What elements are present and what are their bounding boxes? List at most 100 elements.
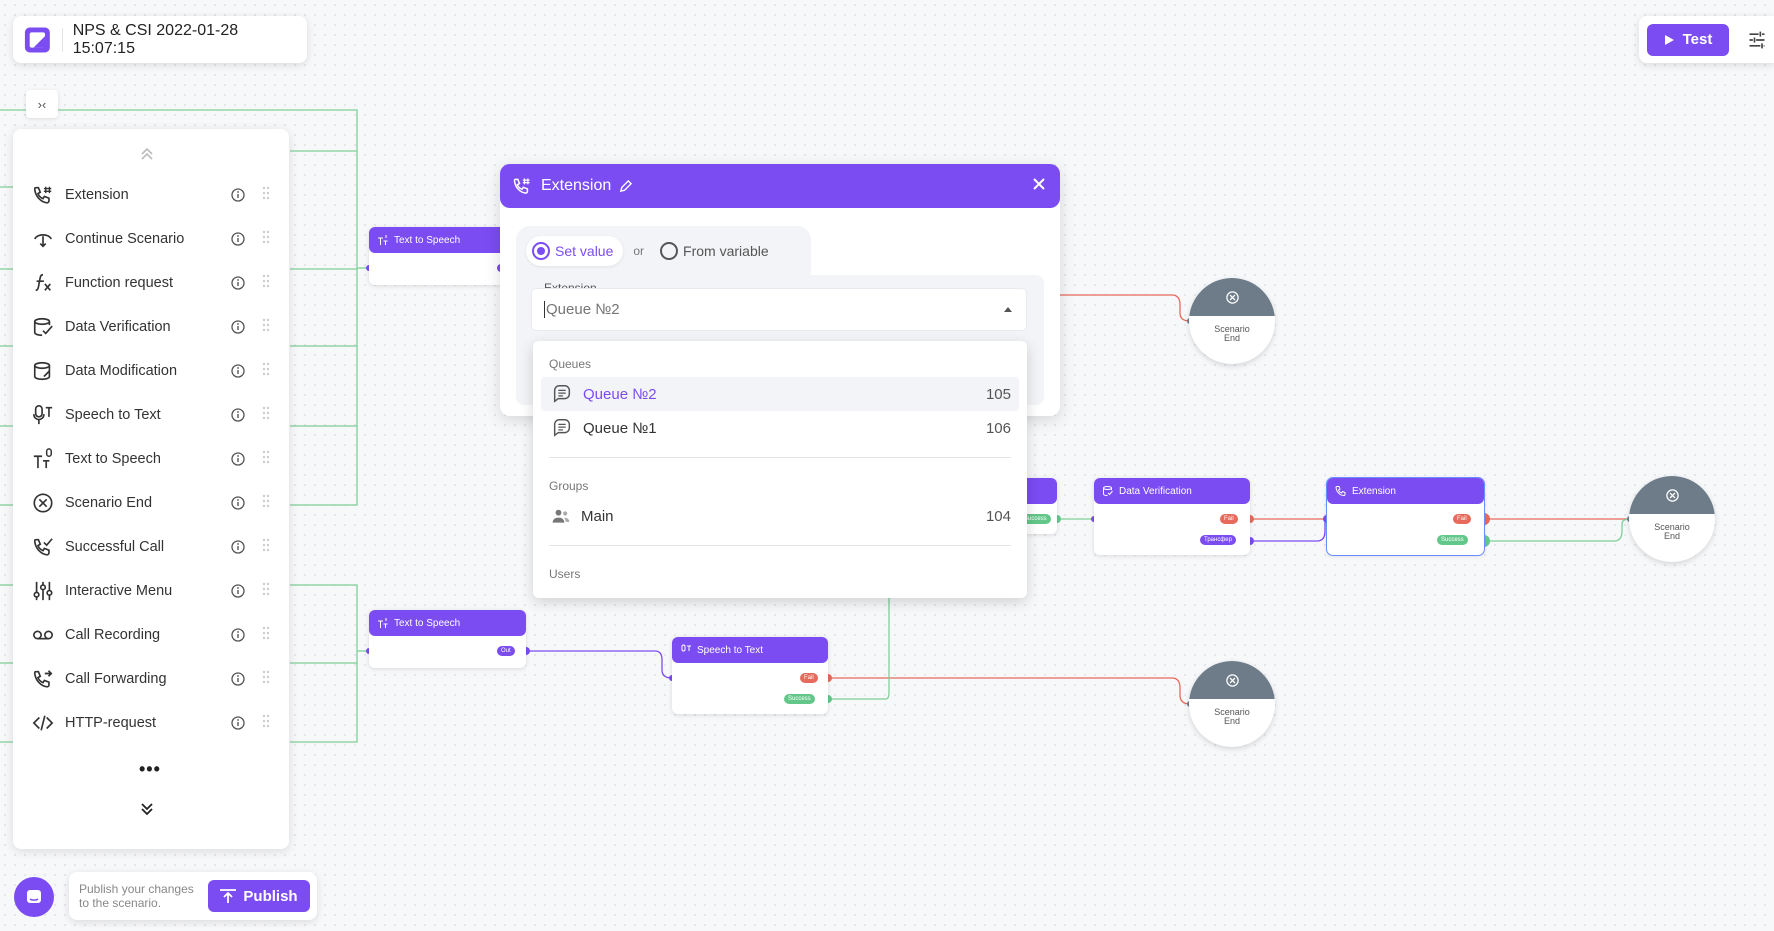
settings-sliders-icon[interactable] [1747, 30, 1767, 50]
app-logo-icon[interactable] [23, 25, 52, 55]
info-icon[interactable] [231, 496, 245, 510]
info-icon[interactable] [231, 452, 245, 466]
info-icon[interactable] [231, 628, 245, 642]
extension-input[interactable] [546, 301, 966, 318]
info-icon[interactable] [231, 320, 245, 334]
palette-item-function-request[interactable]: Function request [13, 261, 289, 305]
palette-item-label: HTTP-request [65, 715, 157, 731]
node-scenario-end-1[interactable]: Scenario End [1189, 278, 1275, 364]
drag-handle-icon[interactable] [262, 450, 270, 464]
dropdown-option-queue[interactable]: Queue №1 106 [541, 411, 1019, 445]
node-data-verification[interactable]: Data Verification Fail Трансфер [1094, 478, 1250, 555]
info-icon[interactable] [231, 188, 245, 202]
scenario-end-icon [1225, 673, 1239, 687]
test-button-label: Test [1682, 31, 1713, 48]
dialog-title: Extension [541, 177, 612, 194]
palette-item-scenario-end[interactable]: Scenario End [13, 481, 289, 525]
drag-handle-icon[interactable] [262, 406, 270, 420]
scroll-up-icon[interactable] [140, 147, 154, 161]
drag-handle-icon[interactable] [262, 626, 270, 640]
queues-header: Queues [549, 357, 592, 371]
node-header[interactable]: Text to Speech [369, 227, 519, 253]
drag-handle-icon[interactable] [262, 274, 270, 288]
drag-handle-icon[interactable] [262, 582, 270, 596]
palette-item-text-to-speech[interactable]: Text to Speech [13, 437, 289, 481]
collapse-panel-button[interactable]: ›‹ [26, 90, 58, 118]
phone-hash-icon [513, 178, 530, 194]
node-speech-to-text[interactable]: Speech to Text Fail Success [672, 637, 828, 714]
chat-button[interactable] [14, 877, 54, 917]
palette-item-data-verification[interactable]: Data Verification [13, 305, 289, 349]
drag-handle-icon[interactable] [262, 230, 270, 244]
node-title: Extension [1352, 485, 1396, 497]
info-icon[interactable] [231, 584, 245, 598]
dropdown-option-group[interactable]: Main 104 [541, 499, 1019, 533]
drag-handle-icon[interactable] [262, 714, 270, 728]
node-header[interactable]: Data Verification [1094, 478, 1250, 504]
palette-item-label: Text to Speech [65, 451, 161, 467]
publish-panel: Publish your changes to the scenario. Pu… [69, 872, 317, 920]
port-label-success: Success [1437, 535, 1468, 545]
node-header[interactable]: Extension [1327, 478, 1484, 504]
info-icon[interactable] [231, 716, 245, 730]
info-icon[interactable] [231, 276, 245, 290]
info-icon[interactable] [231, 540, 245, 554]
node-text-to-speech-top[interactable]: Text to Speech [369, 227, 519, 285]
from-variable-radio[interactable]: From variable [654, 236, 779, 266]
node-header[interactable]: Text to Speech [369, 610, 526, 636]
info-icon[interactable] [231, 408, 245, 422]
palette-item-data-modification[interactable]: Data Modification [13, 349, 289, 393]
dropdown-option-queue[interactable]: Queue №2 105 [541, 377, 1019, 411]
publish-button[interactable]: Publish [208, 880, 310, 912]
info-icon[interactable] [231, 672, 245, 686]
palette-item-extension[interactable]: Extension [13, 173, 289, 217]
drag-handle-icon[interactable] [262, 494, 270, 508]
palette-item-continue-scenario[interactable]: Continue Scenario [13, 217, 289, 261]
set-value-radio[interactable]: Set value [526, 236, 624, 266]
scroll-down-icon[interactable] [140, 802, 154, 816]
node-header[interactable]: Speech to Text [672, 637, 828, 663]
value-source-toggle: Set value or From variable [516, 226, 811, 276]
chevron-up-icon[interactable] [1003, 306, 1013, 313]
text-caret [544, 301, 545, 318]
node-title: Text to Speech [394, 234, 461, 246]
end-label-line-2: End [1663, 531, 1680, 541]
publish-button-label: Publish [243, 887, 298, 905]
palette-item-http-request[interactable]: HTTP-request [13, 701, 289, 745]
drag-handle-icon[interactable] [262, 538, 270, 552]
end-label-line-1: Scenario [1654, 522, 1690, 532]
phone-hash-icon [1335, 486, 1346, 497]
users-header: Users [549, 567, 581, 581]
palette-item-call-recording[interactable]: Call Recording [13, 613, 289, 657]
palette-item-successful-call[interactable]: Successful Call [13, 525, 289, 569]
text-to-speech-icon [30, 446, 56, 472]
palette-item-interactive-menu[interactable]: Interactive Menu [13, 569, 289, 613]
drag-handle-icon[interactable] [262, 362, 270, 376]
node-extension[interactable]: Extension Fail Success [1326, 477, 1485, 556]
extension-select[interactable] [531, 288, 1027, 331]
end-node-label: Scenario End [1189, 708, 1275, 726]
node-scenario-end-3[interactable]: Scenario End [1189, 661, 1275, 747]
port-label-fail: Fail [800, 673, 818, 683]
publish-hint: Publish your changes to the scenario. [79, 882, 194, 910]
test-button[interactable]: Test [1647, 23, 1729, 56]
info-icon[interactable] [231, 232, 245, 246]
code-icon [30, 710, 56, 736]
drag-handle-icon[interactable] [262, 318, 270, 332]
node-title: Text to Speech [394, 617, 461, 629]
edit-pencil-icon[interactable] [619, 179, 633, 193]
drag-handle-icon[interactable] [262, 186, 270, 200]
close-icon[interactable] [1032, 177, 1046, 191]
palette-item-call-forwarding[interactable]: Call Forwarding [13, 657, 289, 701]
info-icon[interactable] [231, 364, 245, 378]
drag-handle-icon[interactable] [262, 670, 270, 684]
continue-scenario-icon [30, 226, 56, 252]
more-items-button[interactable]: ••• [139, 759, 161, 779]
palette-item-speech-to-text[interactable]: Speech to Text [13, 393, 289, 437]
node-scenario-end-2[interactable]: Scenario End [1629, 476, 1715, 562]
scenario-end-icon [1665, 488, 1679, 502]
scenario-title-card: NPS & CSI 2022-01-28 15:07:15 [13, 16, 307, 63]
node-text-to-speech-bottom[interactable]: Text to Speech Out [369, 610, 526, 668]
node-palette-sidebar: Extension Continue Scenario Function req… [13, 129, 289, 849]
palette-item-label: Data Verification [65, 319, 171, 335]
